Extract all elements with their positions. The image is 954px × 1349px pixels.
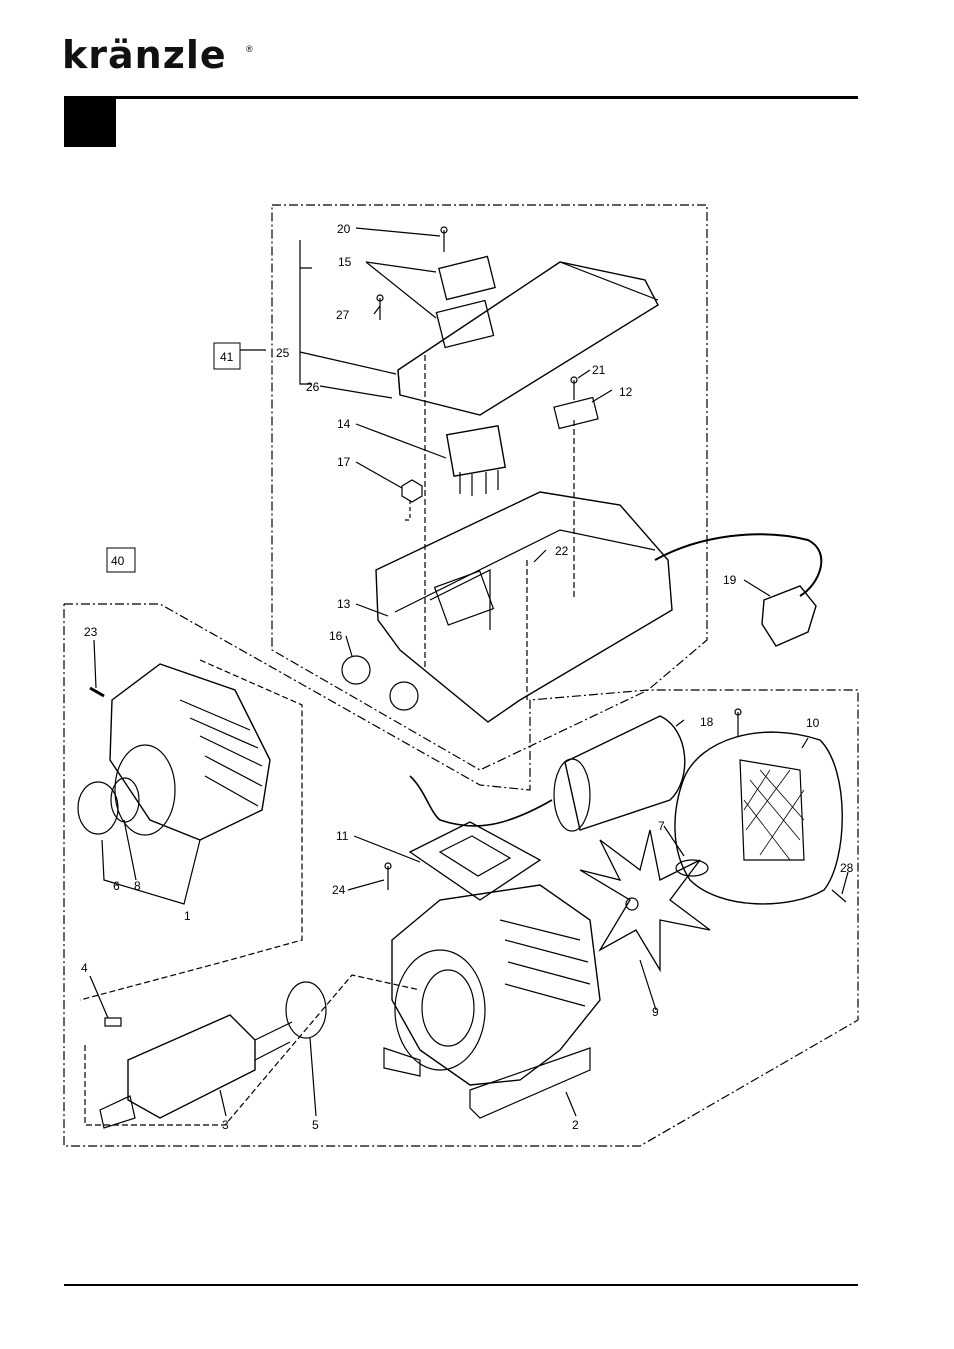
rotor <box>128 1015 255 1118</box>
callout-9: 9 <box>652 1005 659 1019</box>
callout-13: 13 <box>337 597 351 611</box>
end-shield-housing <box>110 664 270 840</box>
group-label-41: 41 <box>220 350 234 364</box>
callout-10: 10 <box>806 716 820 730</box>
callout-20: 20 <box>337 222 351 236</box>
callout-26: 26 <box>306 380 320 394</box>
callout-27: 27 <box>336 308 350 322</box>
cable-gland-2 <box>390 682 418 710</box>
callout-23: 23 <box>84 625 98 639</box>
capacitor <box>565 716 685 830</box>
callout-18: 18 <box>700 715 714 729</box>
rocker-switch <box>447 426 506 476</box>
callout-21: 21 <box>592 363 606 377</box>
callout-4: 4 <box>81 961 88 975</box>
callout-19: 19 <box>723 573 737 587</box>
inner-boundary-a <box>80 660 302 1000</box>
callout-17: 17 <box>337 455 351 469</box>
power-plug <box>762 586 816 646</box>
callout-16: 16 <box>329 629 343 643</box>
inner-boundary-b <box>85 975 420 1125</box>
callout-2: 2 <box>572 1118 579 1132</box>
cable-gland-1 <box>342 656 370 684</box>
callout-28: 28 <box>840 861 854 875</box>
callout-5: 5 <box>312 1118 319 1132</box>
footer-rule <box>64 1284 858 1286</box>
lock-nut <box>402 480 422 502</box>
callout-25: 25 <box>276 346 290 360</box>
group-label-40: 40 <box>111 554 125 568</box>
terminal-block <box>554 397 598 428</box>
callout-8: 8 <box>134 879 141 893</box>
fan-cowl <box>675 732 842 904</box>
callout-7: 7 <box>658 819 665 833</box>
callout-15: 15 <box>338 255 352 269</box>
callout-6: 6 <box>113 879 120 893</box>
group-40-boundary <box>64 604 858 1146</box>
callout-1: 1 <box>184 909 191 923</box>
callout-22: 22 <box>555 544 569 558</box>
callout-12: 12 <box>619 385 633 399</box>
switch-box-base <box>376 492 672 722</box>
fan-impeller <box>580 830 710 970</box>
callout-11: 11 <box>336 829 349 843</box>
key-4 <box>105 1018 121 1026</box>
group-41-boundary <box>272 205 707 770</box>
callout-3: 3 <box>222 1118 229 1132</box>
switch-seal-frame <box>436 300 493 347</box>
callout-14: 14 <box>337 417 351 431</box>
callout-24: 24 <box>332 883 346 897</box>
switch-cap <box>439 256 495 299</box>
